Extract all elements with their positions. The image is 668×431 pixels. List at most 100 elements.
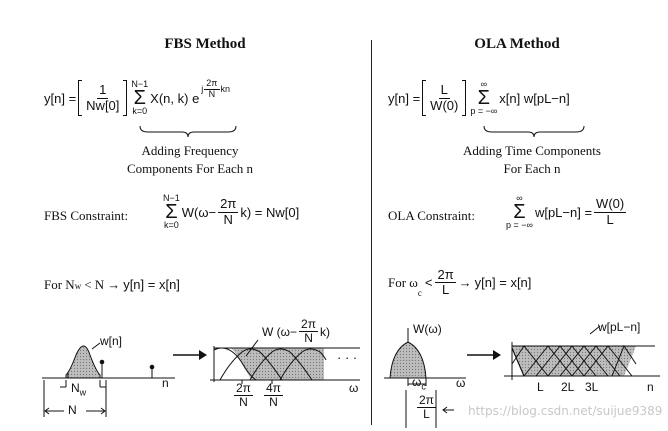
ola-fig-omega-c: ωc	[412, 375, 426, 391]
fbs-underbrace	[139, 125, 237, 138]
ola-right-bracket	[462, 80, 467, 116]
fbs-constraint-sum-top: N−1	[163, 193, 180, 203]
fbs-fig-W-text: W (ω−	[262, 324, 298, 339]
ola-fig-2L: 2L	[561, 380, 575, 394]
ola-constraint-sum-bottom: p = −∞	[506, 220, 533, 230]
fbs-fig-W-frac-den: N	[304, 331, 313, 346]
ola-condition-sub: c	[417, 287, 422, 298]
ola-constraint-term: w[pL−n] =	[534, 204, 593, 220]
fbs-constraint-frac-den: N	[223, 211, 233, 227]
sigma-symbol: Σ	[133, 87, 146, 109]
ola-left-bracket	[422, 80, 427, 116]
ola-constraint-sum-top: ∞	[516, 193, 523, 203]
fbs-fig-n-label: n	[162, 376, 169, 390]
ola-fig-wpl-label: w[pL−n]	[598, 320, 641, 334]
fbs-normalization-fraction: 1 Nw[0]	[84, 82, 121, 113]
fbs-exp-num: 2π	[204, 77, 220, 90]
fbs-eq-term: X(n, k) e	[150, 90, 200, 106]
fbs-condition-prefix: For N	[44, 277, 75, 292]
fbs-frac-num: 1	[97, 82, 109, 99]
fbs-frac-den: Nw[0]	[86, 97, 120, 113]
ola-condition-result: y[n] = x[n]	[474, 275, 532, 291]
ola-eq-term: x[n] w[pL−n]	[499, 90, 570, 106]
ola-fig-W-label: W(ω)	[413, 322, 442, 336]
ola-summation: ∞ Σ p = −∞	[470, 80, 497, 116]
ola-condition-frac-den: L	[441, 282, 450, 298]
ola-synthesis-equation: y[n] = L W(0) ∞ Σ p = −∞ x[n] w[pL−n]	[388, 80, 570, 116]
fbs-eq-lhs: y[n] =	[44, 90, 77, 106]
fbs-fig-W-frac-num: 2π	[299, 317, 318, 333]
ola-constraint-summation: ∞ Σ p = −∞	[506, 194, 533, 230]
fbs-fig-dots: · · ·	[337, 350, 358, 365]
fbs-exp-den: N	[208, 88, 216, 99]
ola-spectrum-figure	[384, 328, 466, 428]
fbs-synthesis-equation: y[n] = 1 Nw[0] N−1 Σ k=0 X(n, k) e j 2π …	[44, 77, 231, 116]
ola-underbrace	[483, 125, 585, 138]
fbs-constraint-fraction: 2π N	[218, 196, 239, 227]
fbs-fig-W-label: W (ω− 2π N k)	[262, 317, 330, 346]
fbs-fig-W-fraction: 2π N	[299, 317, 318, 346]
fbs-fig-tick2-fraction: 4π N	[264, 381, 283, 410]
ola-fig-L: L	[537, 380, 544, 394]
fbs-fig-tick2: 4π N	[264, 381, 283, 410]
ola-brace-caption: Adding Time Components For Each n	[432, 142, 632, 178]
ola-condition-fraction: 2π L	[435, 267, 456, 298]
fbs-fig-w-label: w[n]	[100, 334, 123, 348]
fbs-fig-N-label: N	[68, 403, 77, 417]
ola-constraint-frac-num: W(0)	[594, 196, 627, 213]
ola-condition-frac-num: 2π	[435, 267, 456, 284]
fbs-fig-Nw-text: N	[71, 381, 80, 395]
ola-frac-den: W(0)	[430, 97, 459, 113]
sigma-symbol: Σ	[165, 201, 178, 223]
fbs-fig-Nw-sub: w	[79, 387, 87, 398]
ola-fig-omega-c-sub: c	[421, 381, 426, 392]
right-arrow-icon: →	[107, 277, 121, 292]
ola-fig-2piL: 2π L	[417, 393, 436, 422]
ola-fig-2piL-num: 2π	[417, 393, 436, 409]
sigma-symbol: Σ	[513, 201, 526, 223]
fbs-fig-tick1: 2π N	[234, 381, 253, 410]
fbs-filterbank-figure	[210, 339, 360, 384]
fbs-exponent: j 2π N kn	[201, 77, 231, 100]
fbs-brace-caption-line1: Adding Frequency	[141, 143, 239, 158]
fbs-fig-tick2-den: N	[269, 395, 278, 410]
fbs-left-bracket	[78, 80, 83, 116]
watermark-text: https://blog.csdn.net/suijue9389	[468, 404, 663, 418]
ola-fig-omega: ω	[456, 376, 466, 390]
ola-title: OLA Method	[474, 36, 560, 52]
right-arrow-icon: →	[458, 275, 472, 291]
ola-fig-3L: 3L	[585, 380, 599, 394]
ola-normalization-fraction: L W(0)	[428, 82, 460, 113]
ola-brace-caption-line2: For Each n	[503, 161, 561, 176]
fbs-constraint-term-a: W(ω−	[181, 204, 217, 220]
fbs-title: FBS Method	[164, 36, 246, 52]
fbs-sum-bottom: k=0	[132, 106, 148, 116]
sigma-symbol: Σ	[477, 87, 490, 109]
ola-fig-2piL-fraction: 2π L	[417, 393, 436, 422]
ola-fig-2piL-den: L	[423, 407, 430, 422]
fbs-exp-kn: kn	[220, 84, 231, 94]
center-divider	[371, 40, 372, 425]
fbs-window-figure	[42, 342, 175, 417]
ola-constraint-frac-den: L	[606, 211, 614, 227]
fbs-exp-fraction: 2π N	[204, 77, 220, 100]
fbs-constraint-sum-bottom: k=0	[164, 220, 179, 230]
fbs-condition-sub: w	[74, 281, 82, 291]
fbs-right-bracket	[123, 80, 128, 116]
fbs-condition-result: y[n] = x[n]	[123, 277, 180, 292]
fbs-constraint-equation: N−1 Σ k=0 W(ω− 2π N k) = Nw[0]	[163, 194, 299, 230]
fbs-fig-omega: ω	[349, 381, 359, 395]
fbs-constraint-label: FBS Constraint:	[44, 208, 129, 223]
fbs-fig-tick2-num: 4π	[264, 381, 283, 397]
fbs-constraint-frac-num: 2π	[218, 196, 239, 213]
fbs-condition-mid: < N	[84, 277, 105, 292]
fbs-exp-j: j	[201, 84, 204, 94]
ola-sum-top: ∞	[480, 79, 488, 89]
fbs-fig-tick1-den: N	[239, 395, 248, 410]
fbs-sum-top: N−1	[131, 79, 149, 89]
fbs-fig-tick1-fraction: 2π N	[234, 381, 253, 410]
fbs-fig-Nw-label: Nw	[71, 381, 86, 397]
right-arrow-icon	[467, 350, 501, 360]
ola-overlap-figure	[504, 325, 660, 380]
